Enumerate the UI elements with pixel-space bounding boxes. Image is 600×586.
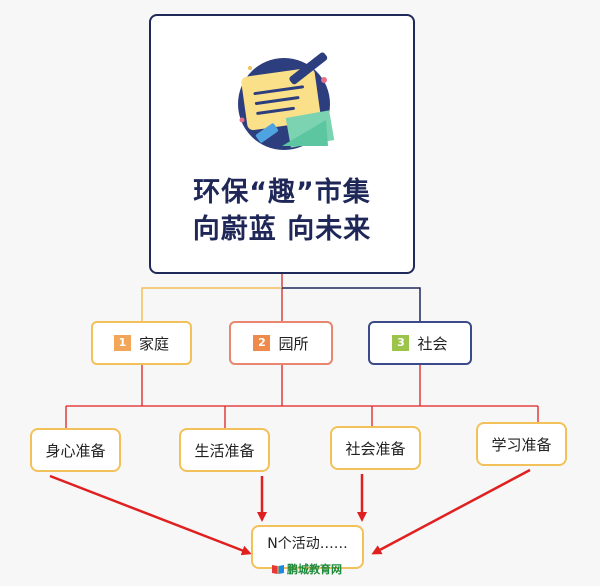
category-label: 社会 (417, 334, 448, 353)
watermark-logo: 鹏城教育网 (271, 561, 342, 577)
title-line-1: 环保“趣”市集 (193, 177, 371, 208)
prep-label: 学习准备 (491, 435, 552, 454)
prep-label: 身心准备 (45, 441, 106, 460)
category-number-badge: 1 (113, 335, 131, 351)
category-label: 家庭 (138, 334, 169, 353)
watermark-text: 鹏城教育网 (287, 563, 342, 576)
title-line-2: 向蔚蓝 向未来 (192, 214, 372, 245)
prep-label: 社会准备 (345, 439, 406, 458)
category-box-kindergarten: 2 园所 (229, 321, 333, 365)
category-number-badge: 3 (392, 335, 410, 351)
category-box-society: 3 社会 (368, 321, 472, 365)
category-label: 园所 (278, 334, 309, 353)
title-to-category-connectors (141, 274, 421, 321)
activity-box: N个活动…… (251, 525, 364, 569)
prep-box-social: 社会准备 (330, 426, 421, 470)
category-box-home: 1 家庭 (91, 321, 192, 365)
notepad-illustration (238, 52, 335, 150)
category-number-badge: 2 (253, 335, 271, 351)
prep-box-life: 生活准备 (179, 428, 270, 472)
prep-to-activity-arrows (49, 468, 531, 556)
title-box: 环保“趣”市集 向蔚蓝 向未来 (149, 14, 415, 274)
book-icon (272, 564, 284, 574)
activity-label: N个活动…… (267, 536, 348, 552)
prep-box-physical-mental: 身心准备 (30, 428, 121, 472)
prep-label: 生活准备 (194, 441, 255, 460)
category-to-prep-connectors (65, 365, 539, 428)
prep-box-learning: 学习准备 (476, 422, 567, 466)
